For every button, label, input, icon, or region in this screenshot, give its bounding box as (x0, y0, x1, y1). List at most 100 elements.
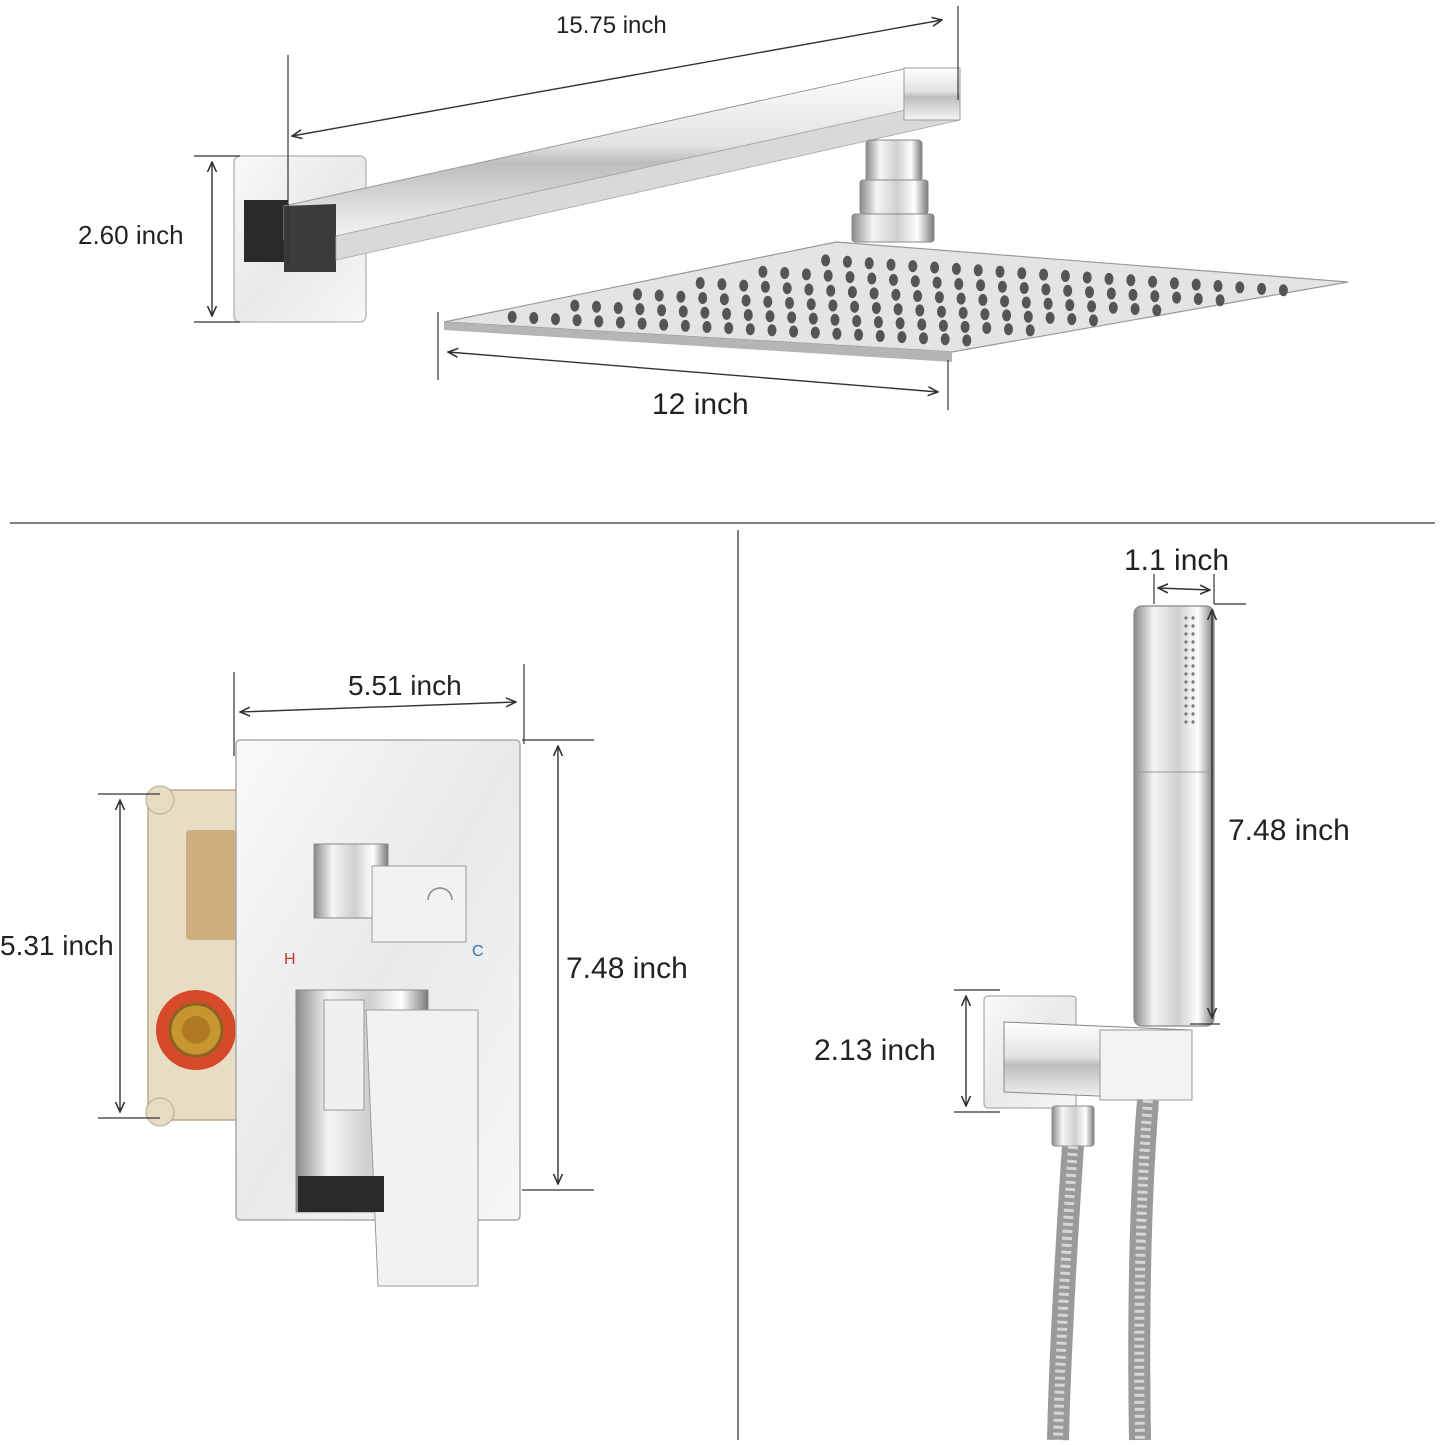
valve-width-label: 5.51 inch (348, 670, 462, 701)
nozzle (1087, 300, 1097, 313)
nozzle (780, 267, 790, 279)
nozzle (895, 317, 905, 330)
nozzle (962, 334, 972, 347)
spray-hole (1191, 712, 1195, 716)
nozzle (1060, 270, 1070, 282)
nozzle (745, 323, 755, 336)
nozzle (913, 290, 923, 302)
nozzle (743, 309, 753, 321)
nozzle (1108, 301, 1118, 314)
nozzle (767, 324, 777, 337)
nozzle (842, 255, 852, 268)
nozzle (1257, 282, 1267, 295)
nozzle (850, 300, 860, 313)
nozzle (1085, 286, 1094, 299)
nozzle (804, 283, 814, 296)
nozzle (1004, 323, 1013, 336)
nozzle (806, 298, 816, 311)
nozzle (719, 293, 729, 306)
nozzle (978, 293, 988, 306)
nozzle (808, 312, 818, 325)
nozzle (997, 280, 1007, 293)
nozzle (572, 314, 582, 327)
nozzle (893, 303, 903, 316)
box-height-label: 5.31 inch (0, 930, 114, 961)
nozzle (1089, 314, 1098, 327)
swivel-connector (851, 139, 935, 243)
nozzle (1025, 324, 1035, 337)
nozzle (956, 292, 966, 305)
nozzle (821, 254, 831, 267)
nozzle (976, 279, 986, 292)
nozzle (910, 275, 920, 288)
nozzle (741, 294, 751, 307)
nozzle (823, 269, 833, 282)
spray-hole (1184, 720, 1188, 724)
mixer-lever-handle (295, 989, 479, 1287)
nozzle (1000, 295, 1010, 308)
nozzle (801, 268, 811, 281)
nozzle (1235, 281, 1245, 294)
nozzle (724, 322, 734, 335)
nozzle (1039, 268, 1049, 281)
nozzle (958, 306, 968, 319)
hot-marking: H (284, 951, 296, 968)
valve-height-label: 7.48 inch (566, 952, 688, 985)
spray-hole (1184, 664, 1188, 668)
spray-hole (1191, 624, 1195, 628)
nozzle (635, 303, 645, 316)
handshower-length-label: 7.48 inch (1228, 814, 1350, 847)
nozzle (891, 288, 901, 301)
spray-hole (1184, 648, 1188, 652)
hand-shower (1133, 605, 1215, 1027)
nozzle (1023, 310, 1033, 323)
nozzle (973, 264, 983, 277)
nozzle (830, 313, 840, 326)
diverter-knob (313, 843, 467, 943)
spray-hole (1184, 696, 1188, 700)
spray-hole (1184, 704, 1188, 708)
nozzle (1043, 297, 1053, 310)
nozzle (1126, 274, 1136, 287)
nozzle (995, 265, 1005, 278)
nozzle (1021, 296, 1031, 309)
nozzle (847, 286, 857, 299)
nozzle (678, 305, 688, 318)
nozzle (864, 257, 874, 270)
nozzle (826, 284, 836, 297)
nozzle (889, 273, 898, 286)
nozzle (782, 282, 792, 295)
nozzle (758, 265, 768, 278)
spray-hole (1191, 720, 1195, 724)
nozzle (702, 321, 712, 333)
nozzle (940, 333, 950, 346)
nozzle (1019, 282, 1029, 294)
nozzle (1104, 272, 1114, 285)
nozzle (1172, 291, 1182, 304)
flange-height-label: 2.60 inch (78, 220, 184, 250)
nozzle (917, 318, 927, 331)
head-width-label: 12 inch (652, 388, 749, 421)
nozzle (908, 260, 918, 273)
nozzle (932, 276, 942, 289)
nozzle (698, 292, 708, 304)
nozzle (659, 318, 669, 331)
nozzle (1128, 288, 1138, 301)
nozzle (1067, 313, 1077, 326)
nozzle (1148, 275, 1158, 288)
spray-hole (1191, 704, 1195, 708)
nozzle (722, 307, 732, 320)
nozzle (739, 279, 749, 292)
spray-hole (1184, 680, 1188, 684)
spray-hole (1191, 680, 1195, 684)
spray-hole (1191, 640, 1195, 644)
nozzle-grid (507, 254, 1288, 347)
nozzle (633, 288, 642, 301)
spray-hole (1184, 712, 1188, 716)
nozzle (789, 325, 799, 338)
spray-hole (1184, 640, 1188, 644)
nozzle (854, 328, 864, 341)
nozzle (832, 327, 842, 340)
nozzle (951, 262, 961, 275)
